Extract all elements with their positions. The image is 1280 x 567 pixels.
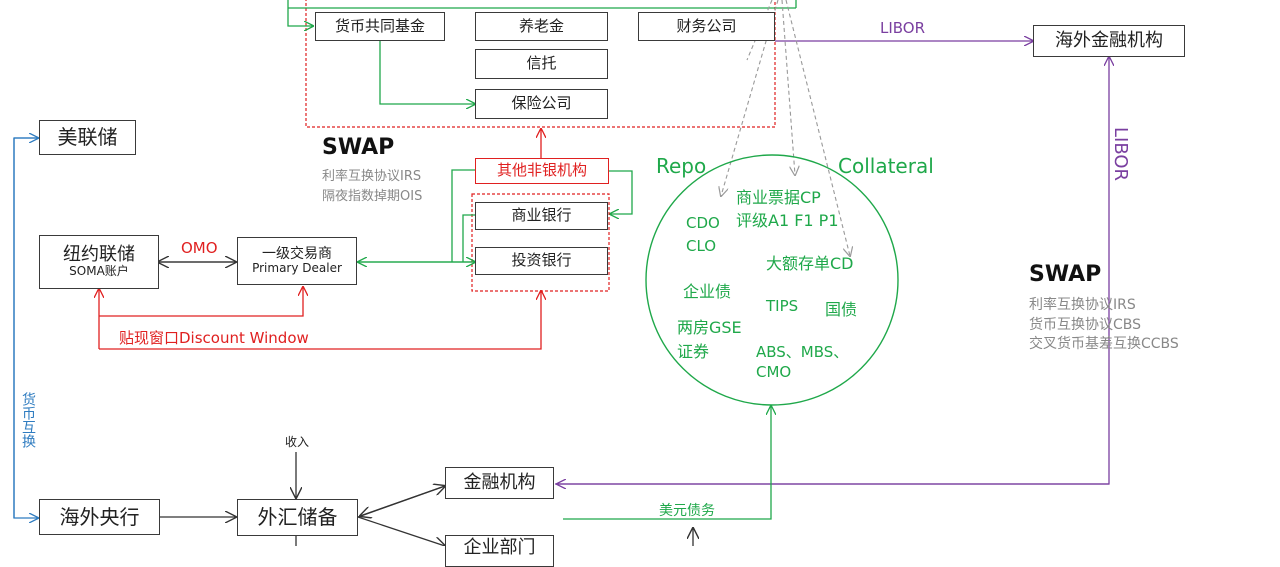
swap-right-line-1: 利率互换协议IRS bbox=[1029, 297, 1136, 313]
pension-box: 养老金 bbox=[475, 12, 608, 41]
cp-rating-label: 评级A1 F1 P1 bbox=[736, 211, 839, 230]
connector-layer bbox=[13, 0, 1280, 546]
fx-swap-label: 货币互换 bbox=[20, 392, 36, 448]
insurance-box: 保险公司 bbox=[475, 89, 608, 119]
repo-label: Repo bbox=[656, 154, 707, 178]
other-nonbank-box: 其他非银机构 bbox=[475, 158, 609, 184]
enterprise-sector-box: 企业部门 bbox=[445, 535, 554, 567]
libor-horizontal-label: LIBOR bbox=[880, 19, 926, 37]
tips-label: TIPS bbox=[766, 297, 799, 315]
federal-reserve-label: 美联储 bbox=[57, 125, 118, 149]
swap-right-line-3: 交叉货币基差互换CCBS bbox=[1029, 336, 1179, 352]
overseas-financial-institutions-label: 海外金融机构 bbox=[1055, 29, 1163, 51]
swap-left-line-1: 利率互换协议IRS bbox=[322, 169, 422, 184]
commercial-bank-box: 商业银行 bbox=[475, 202, 608, 230]
investment-bank-box: 投资银行 bbox=[475, 247, 608, 275]
cdo-label: CDO bbox=[686, 214, 720, 232]
financial-institutions-box: 金融机构 bbox=[445, 467, 554, 499]
money-fund-label: 货币共同基金 bbox=[334, 16, 425, 35]
corporate-bond-label: 企业债 bbox=[683, 282, 732, 301]
income-label: 收入 bbox=[285, 435, 310, 449]
ny-fed-label: 纽约联储 bbox=[63, 243, 135, 265]
enterprise-sector-label: 企业部门 bbox=[463, 537, 536, 558]
finance-company-box: 财务公司 bbox=[638, 12, 775, 41]
discount-window-label: 贴现窗口Discount Window bbox=[119, 329, 309, 347]
soma-account-label: SOMA账户 bbox=[69, 264, 129, 279]
primary-dealer-box: 一级交易商 Primary Dealer bbox=[237, 237, 357, 285]
trust-label: 信托 bbox=[526, 54, 557, 73]
usd-debt-label: 美元债务 bbox=[659, 503, 715, 519]
swap-left-line-2: 隔夜指数掉期OIS bbox=[322, 189, 423, 204]
gse-label: 两房GSE bbox=[677, 318, 742, 337]
money-fund-box: 货币共同基金 bbox=[315, 12, 445, 41]
financial-institutions-label: 金融机构 bbox=[463, 471, 536, 493]
overseas-central-bank-label: 海外央行 bbox=[59, 504, 140, 529]
pension-label: 养老金 bbox=[518, 16, 564, 35]
fx-reserve-box: 外汇储备 bbox=[237, 499, 358, 536]
investment-bank-label: 投资银行 bbox=[511, 251, 572, 270]
ny-fed-box: 纽约联储 SOMA账户 bbox=[39, 235, 159, 289]
abs-mbs-label: ABS、MBS、 bbox=[756, 343, 849, 361]
finance-company-label: 财务公司 bbox=[676, 16, 737, 35]
swap-right-title: SWAP bbox=[1029, 262, 1102, 287]
swap-left-title: SWAP bbox=[322, 135, 395, 160]
other-nonbank-label: 其他非银机构 bbox=[496, 161, 587, 180]
gse-securities-label: 证券 bbox=[677, 342, 710, 361]
federal-reserve-box: 美联储 bbox=[39, 120, 136, 155]
primary-dealer-label: 一级交易商 bbox=[262, 246, 332, 263]
omo-label: OMO bbox=[181, 239, 218, 257]
treasury-label: 国债 bbox=[825, 300, 858, 319]
fx-reserve-label: 外汇储备 bbox=[257, 505, 338, 529]
insurance-label: 保险公司 bbox=[511, 94, 572, 113]
trust-box: 信托 bbox=[475, 49, 608, 79]
overseas-central-bank-box: 海外央行 bbox=[39, 499, 160, 535]
swap-right-line-2: 货币互换协议CBS bbox=[1029, 317, 1142, 333]
libor-vertical-label: LIBOR bbox=[1110, 127, 1131, 182]
primary-dealer-en-label: Primary Dealer bbox=[252, 261, 342, 276]
cp-label: 商业票据CP bbox=[736, 188, 821, 207]
overseas-financial-institutions-box: 海外金融机构 bbox=[1033, 25, 1185, 57]
commercial-bank-label: 商业银行 bbox=[511, 206, 572, 225]
cmo-label: CMO bbox=[756, 363, 792, 381]
clo-label: CLO bbox=[686, 237, 717, 255]
collateral-label: Collateral bbox=[838, 154, 934, 178]
cd-label: 大额存单CD bbox=[766, 254, 854, 273]
